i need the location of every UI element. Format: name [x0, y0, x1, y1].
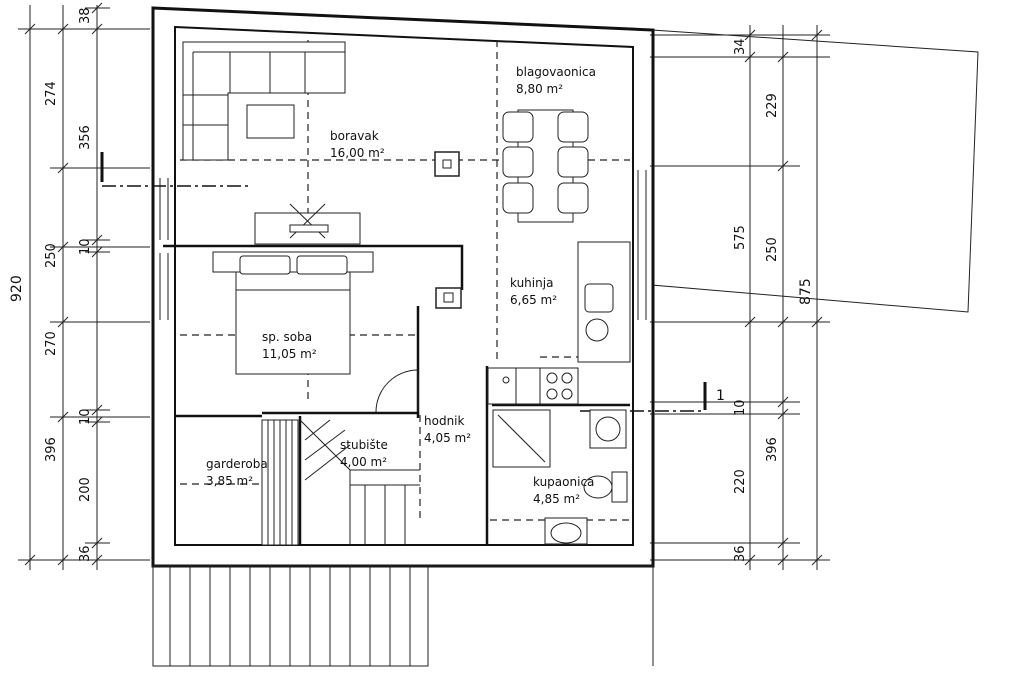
staircase [299, 419, 420, 545]
dim-left-mid-270: 270 [44, 331, 59, 356]
left-dimension-ticks [24, 2, 103, 566]
dim-right-mid-575: 575 [733, 225, 748, 250]
bedroom-door [375, 369, 419, 413]
stove-counter [487, 367, 579, 405]
kitchen-counter [577, 241, 631, 363]
dim-left-inner-10b: 10 [78, 408, 93, 425]
dim-right-inner-220: 220 [733, 469, 748, 494]
dim-left-inner-36: 36 [78, 545, 93, 562]
room-name-stubiste: stubište [340, 438, 388, 452]
double-bed [212, 251, 374, 375]
dim-left-mid-274: 274 [44, 81, 59, 106]
room-area-blagovaonica: 8,80 m² [516, 82, 563, 96]
shower [492, 409, 551, 468]
dining-table [502, 109, 589, 223]
dim-right-mid-396: 396 [765, 437, 780, 462]
dim-right-inner-229: 229 [765, 93, 780, 118]
room-area-boravak: 16,00 m² [330, 146, 385, 160]
toilet [583, 471, 628, 503]
room-area-kuhinja: 6,65 m² [510, 293, 557, 307]
right-dimension-lines [650, 25, 830, 570]
dim-left-mid-250: 250 [44, 243, 59, 268]
dim-left-inner-38: 38 [78, 7, 93, 24]
dim-left-inner-10a: 10 [78, 238, 93, 255]
section-marker-label: 1 [716, 388, 725, 404]
room-name-garderoba: garderoba [206, 457, 268, 471]
chimney [434, 151, 460, 177]
right-dimension-ticks [744, 29, 823, 566]
side-windows [159, 170, 647, 320]
room-name-sp-soba: sp. soba [262, 330, 312, 344]
room-area-garderoba: 3,85 m² [206, 474, 253, 488]
dim-right-outer-875: 875 [798, 278, 814, 305]
dim-left-inner-356: 356 [78, 125, 93, 150]
chimney-2 [435, 287, 462, 309]
coffee-table [246, 104, 295, 139]
tv-unit [254, 203, 361, 245]
room-area-stubiste: 4,00 m² [340, 455, 387, 469]
dim-left-mid-396: 396 [44, 437, 59, 462]
room-name-kupaonica: kupaonica [533, 475, 594, 489]
room-area-hodnik: 4,05 m² [424, 431, 471, 445]
room-name-hodnik: hodnik [424, 414, 465, 428]
terrace [152, 565, 654, 667]
roof-outline [651, 29, 979, 313]
dim-right-inner-36: 36 [733, 545, 748, 562]
washing-machine [589, 409, 627, 449]
room-area-sp-soba: 11,05 m² [262, 347, 317, 361]
dim-right-inner-250: 250 [765, 237, 780, 262]
wardrobe [261, 419, 299, 546]
room-name-boravak: boravak [330, 129, 379, 143]
dim-left-inner-200: 200 [78, 477, 93, 502]
room-name-kuhinja: kuhinja [510, 276, 553, 290]
dim-right-inner-10: 10 [733, 399, 748, 416]
sofa [182, 41, 346, 161]
dim-left-outer-920: 920 [9, 275, 25, 302]
room-area-kupaonica: 4,85 m² [533, 492, 580, 506]
room-name-blagovaonica: blagovaonica [516, 65, 596, 79]
interior-walls [163, 244, 630, 545]
bathroom-sink [544, 517, 588, 545]
dim-right-inner-34: 34 [733, 38, 748, 55]
